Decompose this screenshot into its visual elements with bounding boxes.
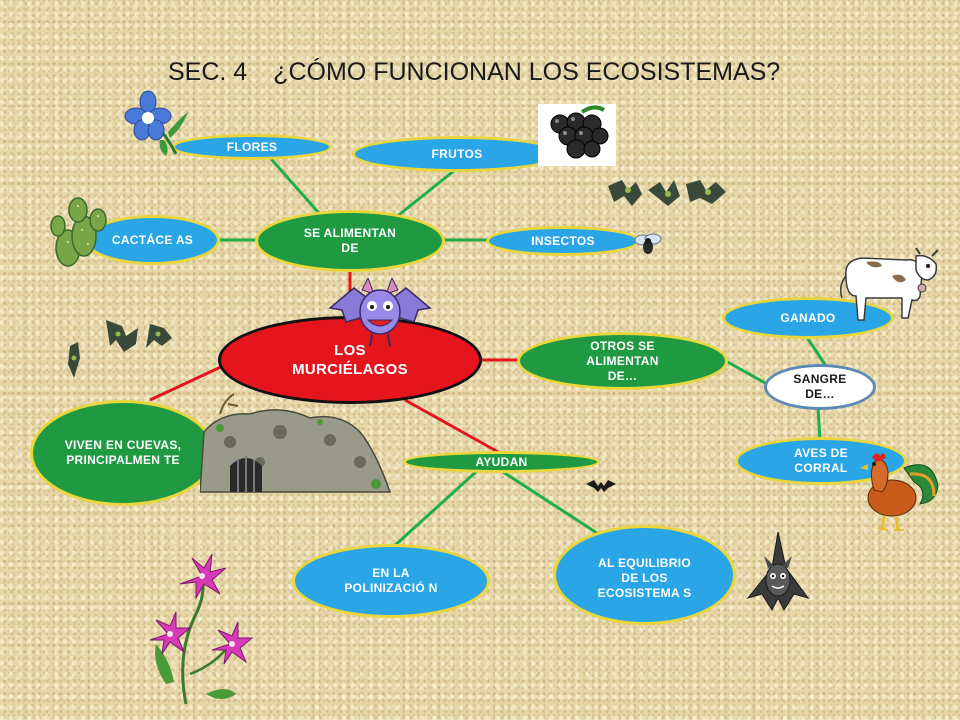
link-aves — [816, 405, 822, 441]
title-question: ¿CÓMO FUNCIONAN LOS ECOSISTEMAS? — [273, 58, 781, 86]
bat-swarm-icon — [608, 180, 726, 206]
bat-hanging-icon — [746, 531, 810, 612]
page-title: SEC. 4 ¿CÓMO FUNCIONAN LOS ECOSISTEMAS? — [168, 58, 780, 87]
section-label: SEC. 4 — [168, 58, 248, 86]
link-sangre — [723, 358, 768, 386]
lily-icon — [149, 554, 254, 705]
rooster-icon — [860, 453, 939, 531]
node-ayudan: AYUDAN — [403, 451, 600, 473]
link-equilibrio — [499, 468, 601, 537]
node-equilibrio: AL EQUILIBRIO DE LOS ECOSISTEMA S — [553, 525, 736, 625]
node-insectos: INSECTOS — [486, 226, 640, 256]
node-frutos: FRUTOS — [352, 136, 562, 172]
node-se-alimentan: SE ALIMENTAN DE — [255, 210, 445, 272]
cactus-icon — [50, 197, 107, 267]
fly-icon — [634, 233, 662, 254]
bat-center-icon — [328, 278, 432, 347]
node-polinizacion: EN LA POLINIZACIÓ N — [292, 544, 490, 618]
node-otros: OTROS SE ALIMENTAN DE… — [517, 332, 728, 390]
link-flores — [263, 151, 327, 221]
cow-icon — [839, 247, 939, 321]
link-center-ayudan — [404, 398, 501, 455]
bats-hanging-icon — [68, 320, 172, 378]
node-flores: FLORES — [172, 134, 332, 160]
flower-icon — [124, 90, 188, 156]
small-bat-icon — [586, 480, 616, 492]
link-polinizacion — [390, 468, 480, 550]
node-sangre: SANGRE DE… — [764, 364, 876, 410]
node-center-murcielagos: LOS MURCIÉLAGOS — [218, 316, 482, 404]
cave-icon — [200, 393, 392, 493]
node-cactaceas: CACTÁCE AS — [85, 215, 220, 265]
link-frutos — [394, 168, 456, 220]
link-center-viven — [149, 363, 226, 402]
node-viven: VIVEN EN CUEVAS, PRINCIPALMEN TE — [30, 400, 216, 506]
grapes-icon — [538, 104, 616, 166]
